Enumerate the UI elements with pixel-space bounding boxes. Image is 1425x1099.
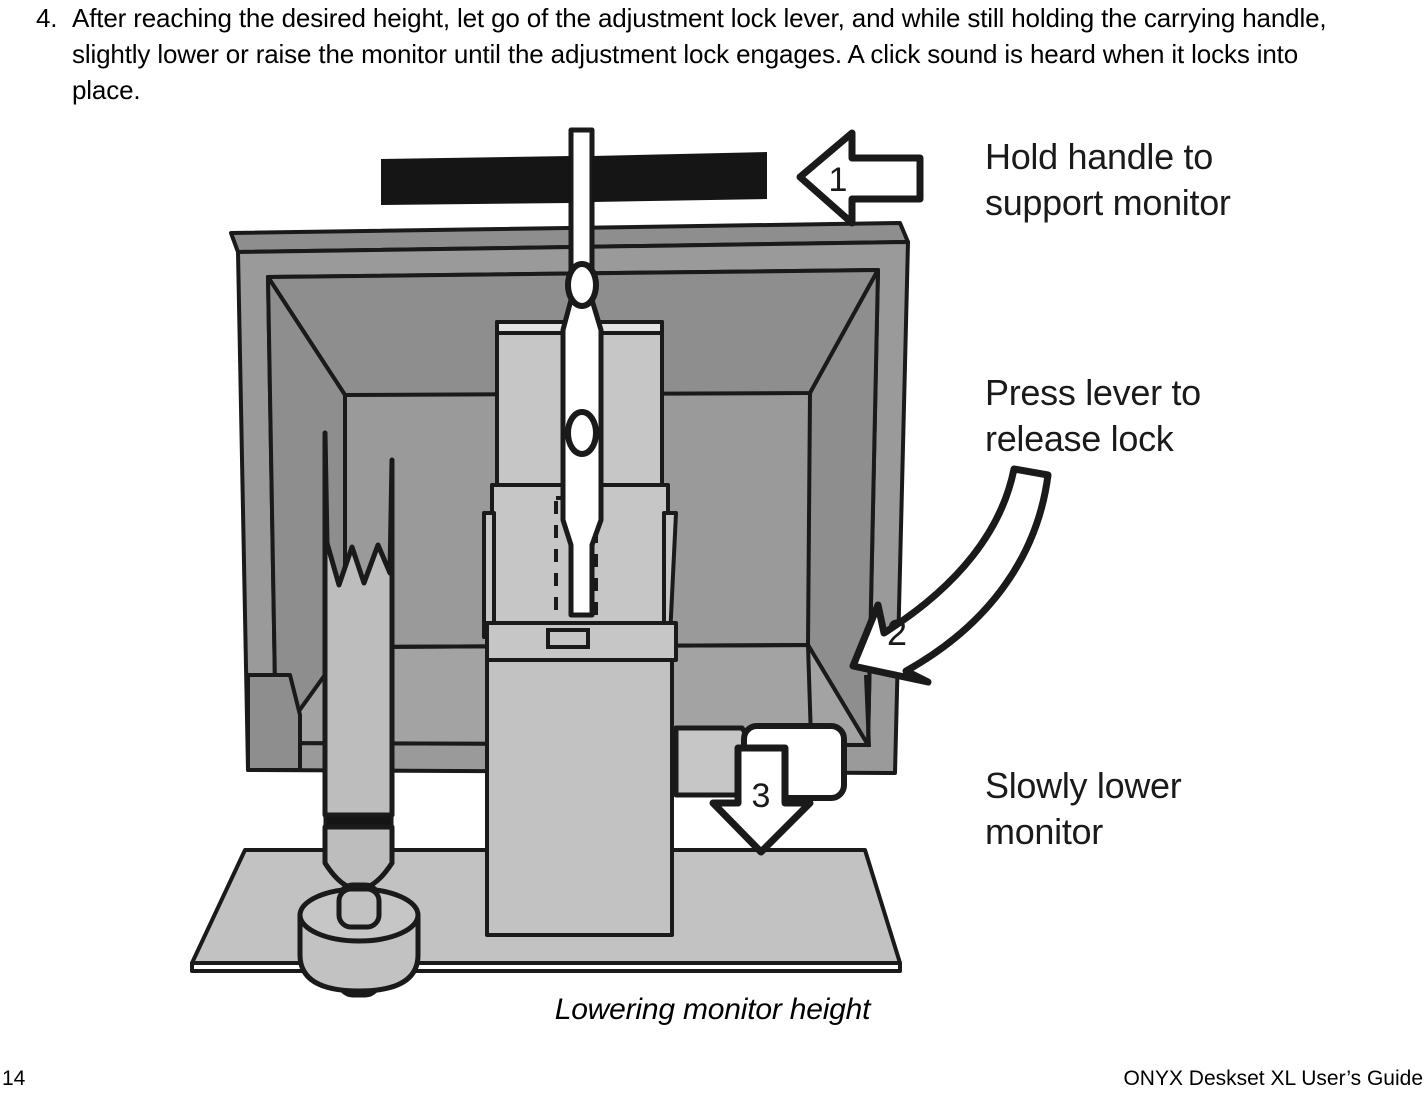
monitor-diagram: 1 2 3 xyxy=(190,127,1052,998)
secondary-pole xyxy=(297,430,421,998)
carry-handle-bar[interactable] xyxy=(381,152,767,205)
figure-lowering-monitor-height: 1 2 3 Hold handle to support monitor Pre… xyxy=(0,115,1425,1015)
callout-label-2: Press lever to release lock xyxy=(985,372,1201,459)
callout-arrow-2: 2 xyxy=(849,465,1052,686)
step-text: After reaching the desired height, let g… xyxy=(72,3,1327,105)
shaft-hole-upper xyxy=(565,261,599,309)
callout-label-3: Slowly lower monitor xyxy=(985,765,1182,852)
callout-arrow-3: 3 xyxy=(709,744,814,856)
callout-arrow-1-number: 1 xyxy=(829,161,848,199)
callout-arrow-1: 1 xyxy=(796,129,924,227)
step-number: 4. xyxy=(36,3,58,33)
page-footer: 14 ONYX Deskset XL User’s Guide xyxy=(0,1061,1425,1091)
callout-arrow-2-number: 2 xyxy=(887,612,907,653)
handle-shaft[interactable] xyxy=(560,127,604,618)
instruction-step: 4. After reaching the desired height, le… xyxy=(0,0,1425,108)
shaft-hole-lower xyxy=(565,409,599,457)
pole-foot-puck xyxy=(297,886,421,994)
callout-arrow-3-number: 3 xyxy=(752,777,771,815)
figure-caption: Lowering monitor height xyxy=(554,993,871,1026)
footer-page-number: 14 xyxy=(2,1067,26,1090)
footer-guide-title: ONYX Deskset XL User’s Guide xyxy=(1123,1067,1423,1090)
callout-label-1: Hold handle to support monitor xyxy=(985,136,1231,223)
